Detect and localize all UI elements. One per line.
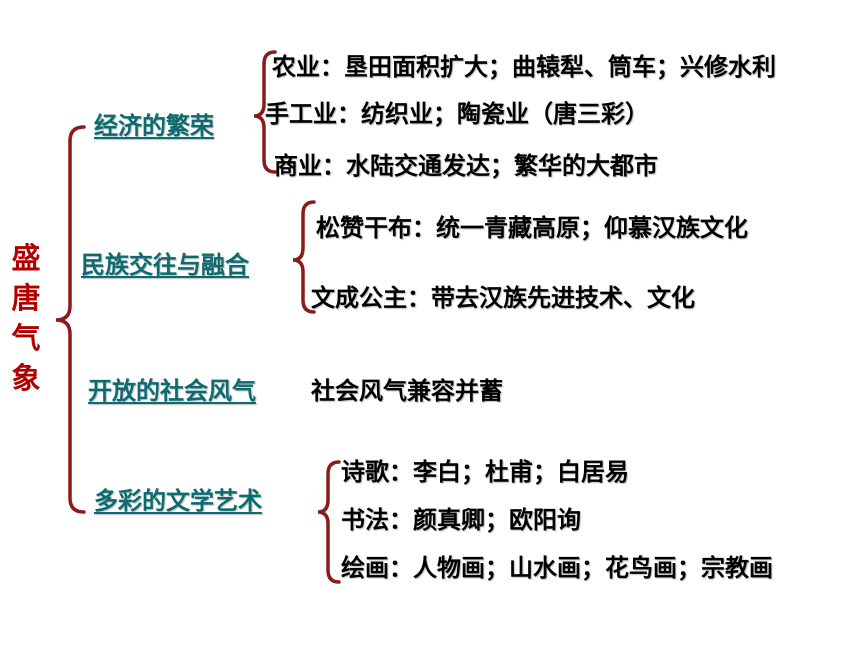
leaf-wencheng: 文成公主：带去汉族先进技术、文化 bbox=[311, 284, 695, 312]
root-title: 盛唐气象 bbox=[11, 241, 41, 395]
literature-brace bbox=[317, 460, 341, 584]
branch-social[interactable]: 开放的社会风气 bbox=[88, 377, 256, 405]
leaf-agriculture: 农业：垦田面积扩大；曲辕犁、筒车；兴修水利 bbox=[272, 53, 776, 81]
leaf-calligraphy: 书法：颜真卿；欧阳询 bbox=[341, 506, 581, 534]
leaf-social: 社会风气兼容并蓄 bbox=[311, 377, 503, 405]
branch-ethnic[interactable]: 民族交往与融合 bbox=[81, 251, 249, 279]
leaf-painting: 绘画：人物画；山水画；花鸟画；宗教画 bbox=[341, 554, 773, 582]
ethnic-brace bbox=[292, 200, 316, 314]
economy-brace bbox=[253, 50, 277, 174]
main-brace bbox=[55, 125, 86, 514]
leaf-handicraft: 手工业：纺织业；陶瓷业（唐三彩） bbox=[265, 100, 649, 128]
branch-literature[interactable]: 多彩的文学艺术 bbox=[94, 487, 262, 515]
leaf-commerce: 商业：水陆交通发达；繁华的大都市 bbox=[274, 152, 658, 180]
branch-economy[interactable]: 经济的繁荣 bbox=[94, 112, 214, 140]
leaf-poetry: 诗歌：李白；杜甫；白居易 bbox=[341, 458, 629, 486]
leaf-songtsen: 松赞干布：统一青藏高原；仰慕汉族文化 bbox=[316, 214, 748, 242]
